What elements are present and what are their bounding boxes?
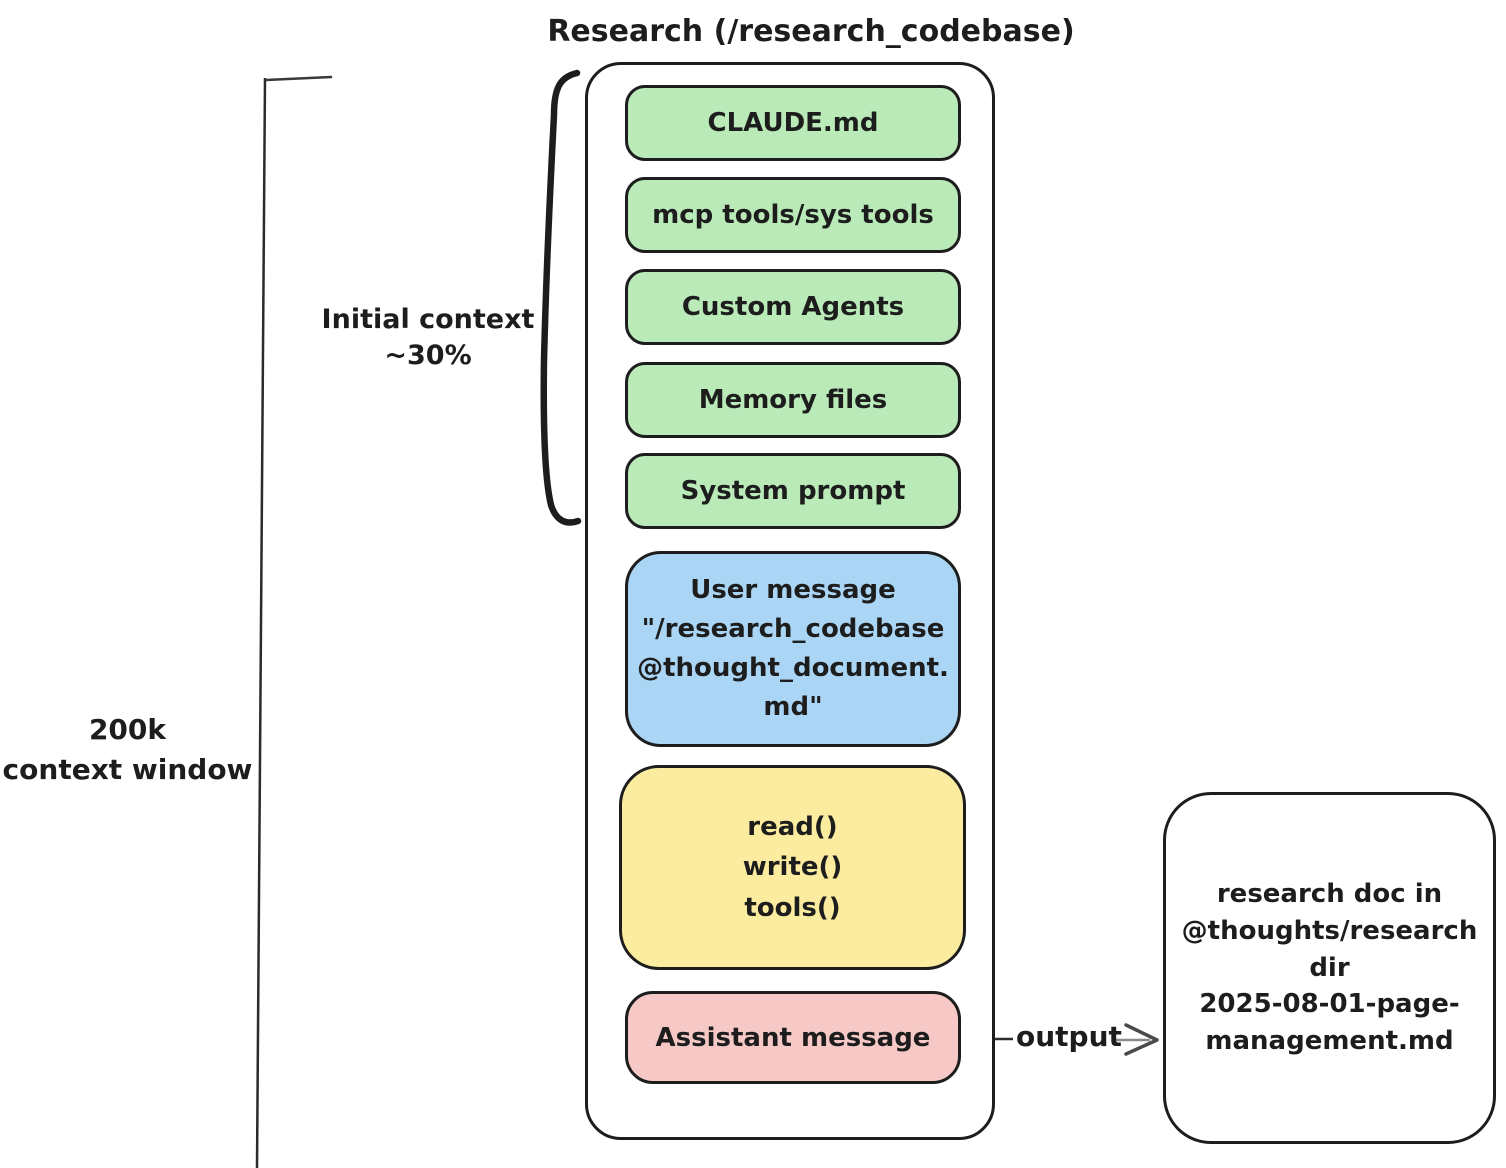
output-arrow-label: output — [1016, 1020, 1122, 1053]
stack-box-mcp-sys-tools: mcp tools/sys tools — [625, 177, 961, 253]
stack-box-tool-calls: read() write() tools() — [619, 765, 966, 970]
stack-box-memory-files: Memory files — [625, 362, 961, 438]
stack-box-assistant-message: Assistant message — [625, 991, 961, 1084]
output-arrow-head-icon — [1124, 1023, 1159, 1056]
context-window-label: 200k context window — [2, 713, 253, 787]
stack-box-system-prompt: System prompt — [625, 453, 961, 529]
context-window-axis-line — [255, 77, 267, 1168]
output-doc-box: research doc in @thoughts/research dir 2… — [1163, 792, 1496, 1144]
initial-context-bracket — [540, 69, 582, 526]
stack-box-user-message: User message "/research_codebase @though… — [625, 551, 961, 747]
diagram-title: Research (/research_codebase) — [547, 14, 1075, 49]
initial-context-label: Initial context ~30% — [321, 304, 535, 371]
stack-box-custom-agents: Custom Agents — [625, 269, 961, 345]
context-stack-container: CLAUDE.md mcp tools/sys tools Custom Age… — [585, 62, 995, 1140]
context-window-axis-tick — [264, 75, 333, 82]
stack-box-claude-md: CLAUDE.md — [625, 85, 961, 161]
